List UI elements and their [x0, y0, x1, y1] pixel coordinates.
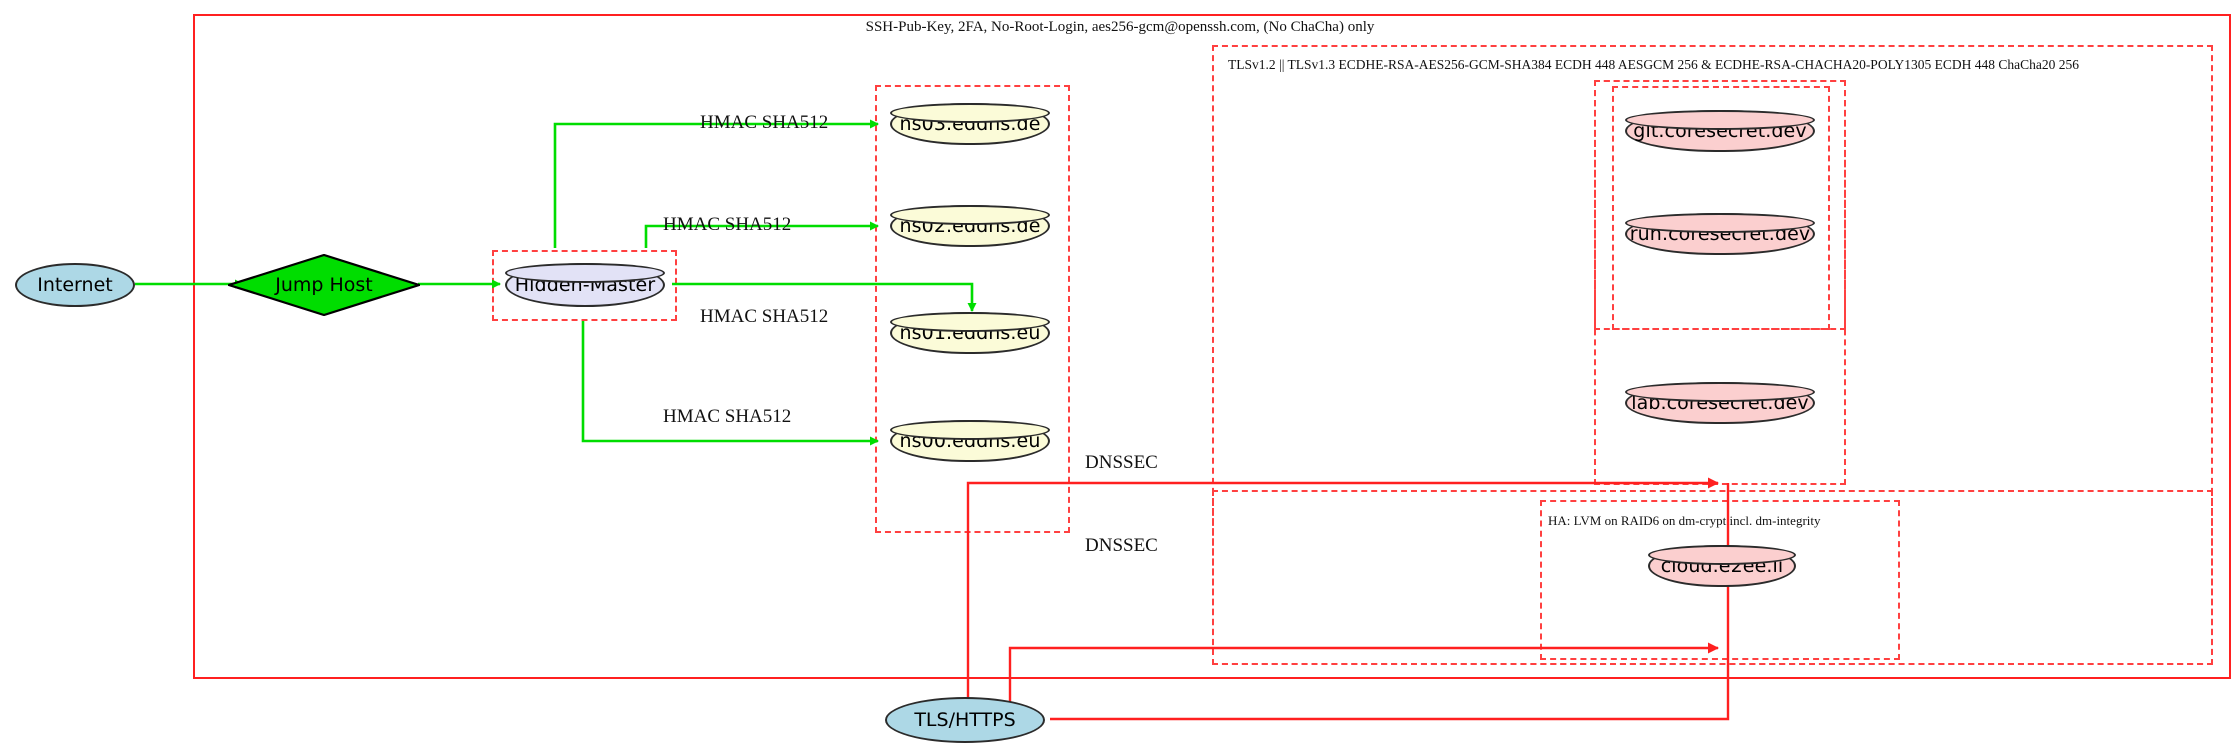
node-jump-host-label: Jump Host	[275, 274, 373, 296]
node-internet[interactable]: Internet	[15, 263, 135, 307]
jump-host-diamond-shape	[228, 254, 420, 316]
node-lab-coresecret[interactable]: lab.coresecret.dev	[1625, 382, 1815, 424]
node-ns03-label: ns03.eddns.de	[899, 113, 1041, 135]
node-hidden-master-label: Hidden-Master	[514, 274, 656, 296]
node-run-coresecret[interactable]: run.coresecret.dev	[1625, 213, 1815, 255]
node-tls-https-label: TLS/HTTPS	[914, 709, 1016, 731]
node-cloud-e2ee-label: cloud.e2ee.li	[1660, 555, 1784, 577]
node-ns01-label: ns01.eddns.eu	[899, 322, 1041, 344]
label-ssh-policy: SSH-Pub-Key, 2FA, No-Root-Login, aes256-…	[865, 19, 1375, 35]
node-ns01[interactable]: ns01.eddns.eu	[890, 312, 1050, 354]
node-lab-coresecret-label: lab.coresecret.dev	[1631, 392, 1809, 414]
label-ha-storage: HA: LVM on RAID6 on dm-crypt incl. dm-in…	[1548, 513, 1821, 528]
edge-label-hmac-ns03: HMAC SHA512	[700, 112, 829, 133]
node-cloud-e2ee[interactable]: cloud.e2ee.li	[1648, 545, 1796, 587]
edge-label-dnssec-lower: DNSSEC	[1085, 535, 1158, 556]
node-jump-host[interactable]: Jump Host	[228, 254, 420, 316]
node-run-coresecret-label: run.coresecret.dev	[1629, 223, 1811, 245]
node-tls-https[interactable]: TLS/HTTPS	[885, 697, 1045, 743]
node-git-coresecret-label: git.coresecret.dev	[1633, 120, 1807, 142]
edge-label-hmac-ns02: HMAC SHA512	[663, 214, 792, 235]
node-git-coresecret[interactable]: git.coresecret.dev	[1625, 110, 1815, 152]
label-tls-policy: TLSv1.2 || TLSv1.3 ECDHE-RSA-AES256-GCM-…	[1228, 57, 2079, 72]
node-hidden-master[interactable]: Hidden-Master	[505, 263, 665, 307]
node-ns03[interactable]: ns03.eddns.de	[890, 103, 1050, 145]
node-internet-label: Internet	[37, 274, 113, 296]
edge-label-dnssec-upper: DNSSEC	[1085, 452, 1158, 473]
node-ns00-label: ns00.eddns.eu	[899, 430, 1041, 452]
node-ns00[interactable]: ns00.eddns.eu	[890, 420, 1050, 462]
edge-label-hmac-ns00: HMAC SHA512	[663, 406, 792, 427]
edge-label-hmac-ns01: HMAC SHA512	[700, 306, 829, 327]
node-ns02[interactable]: ns02.eddns.de	[890, 205, 1050, 247]
node-ns02-label: ns02.eddns.de	[899, 215, 1041, 237]
